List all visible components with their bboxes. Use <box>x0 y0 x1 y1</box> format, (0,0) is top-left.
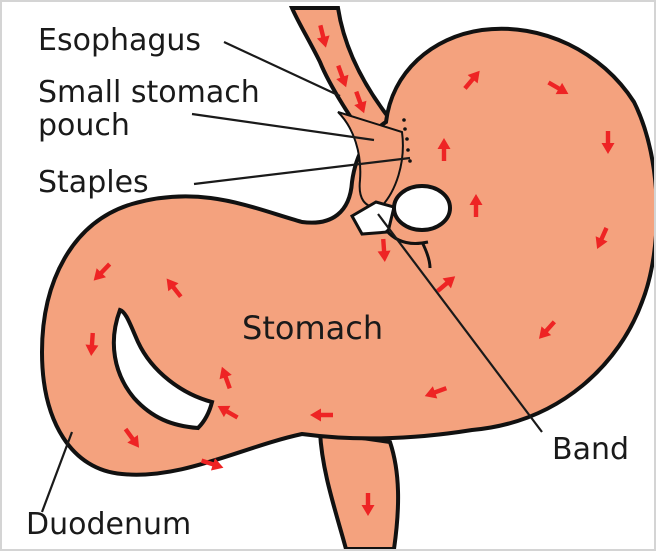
label-duodenum: Duodenum <box>26 507 191 542</box>
duodenum-tube <box>320 432 398 549</box>
label-stomach: Stomach <box>242 309 383 347</box>
label-band: Band <box>552 432 629 467</box>
label-small-stomach-pouch-line2: pouch <box>38 108 130 143</box>
label-staples: Staples <box>38 165 149 200</box>
label-esophagus: Esophagus <box>38 23 201 58</box>
label-small-stomach-pouch-line1: Small stomach <box>38 75 260 110</box>
